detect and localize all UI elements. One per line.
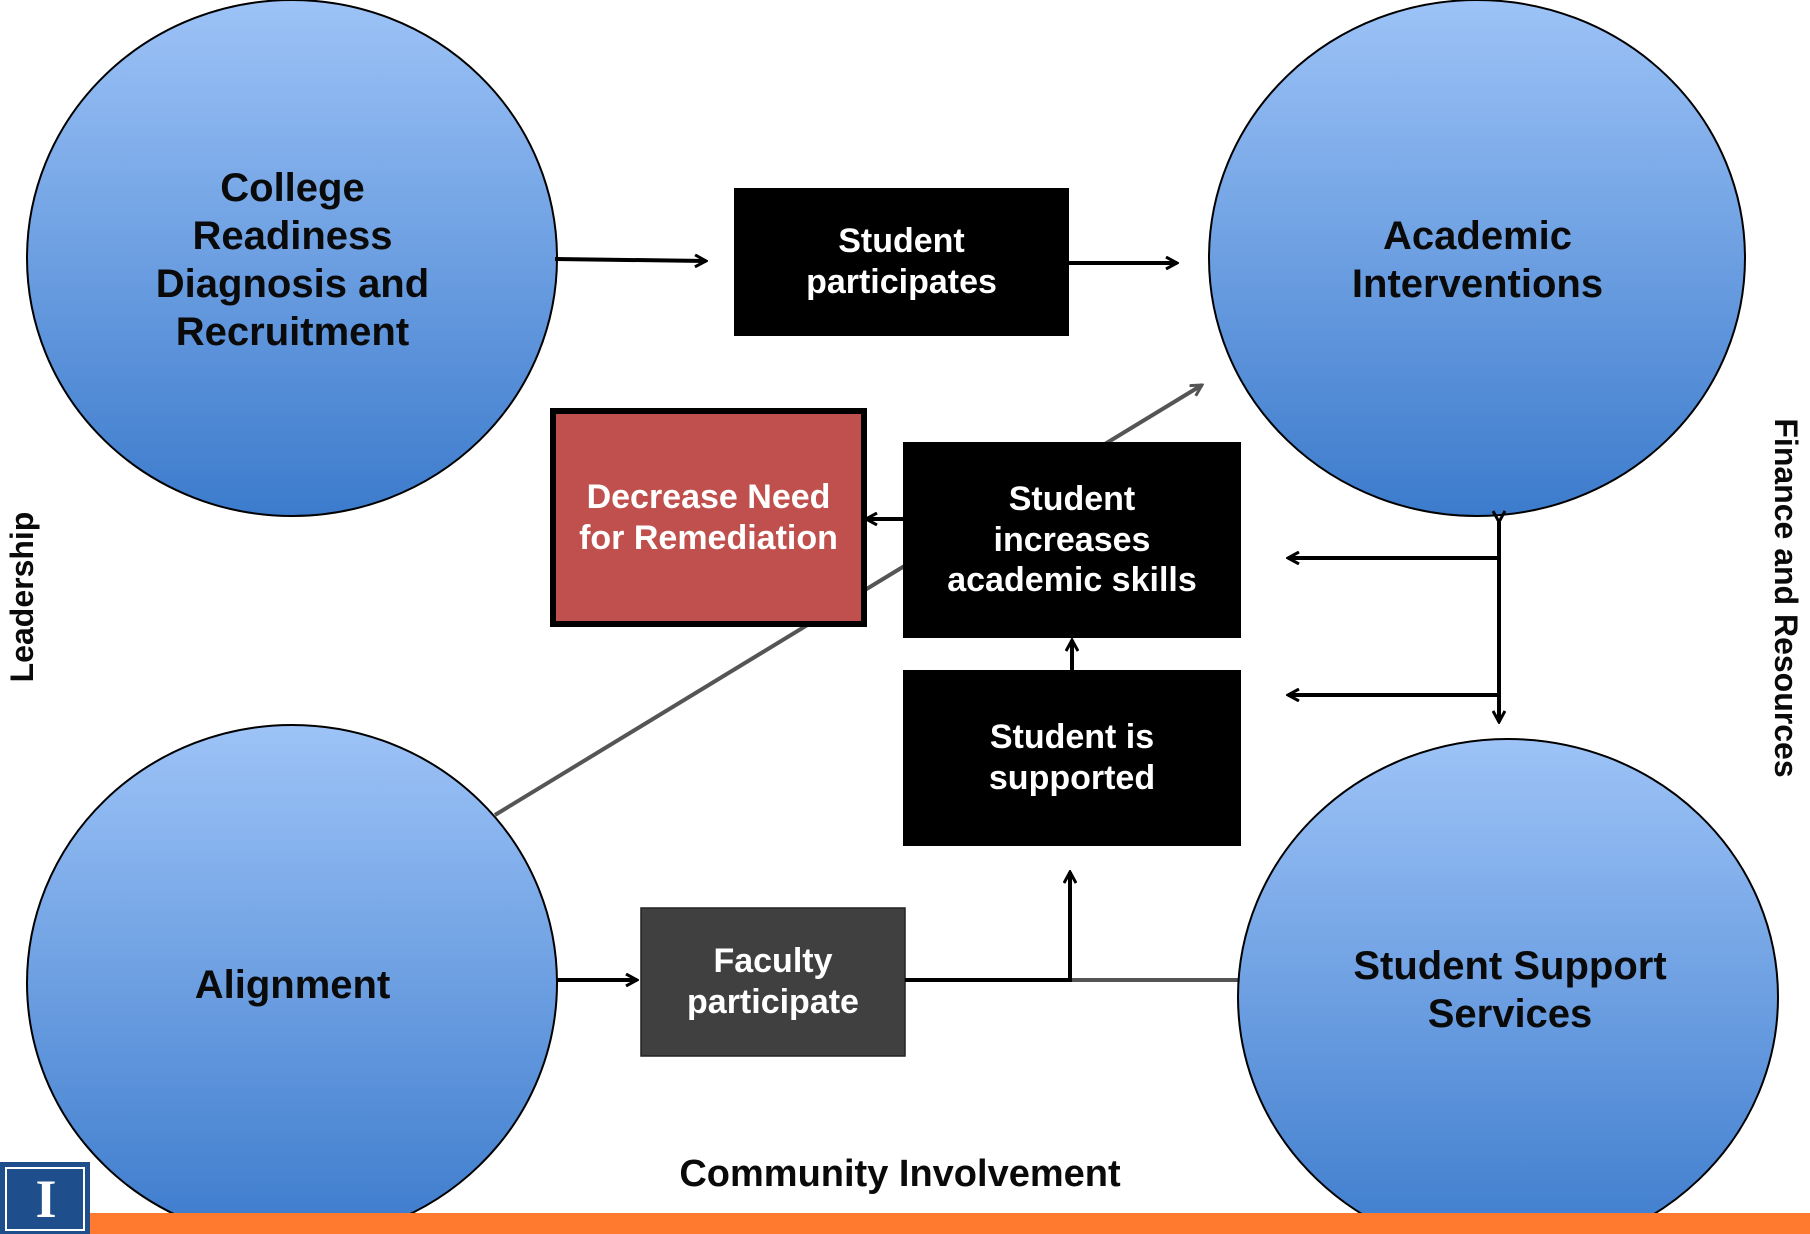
alignment-label: Alignment xyxy=(194,963,391,1007)
faculty-participate-label: Faculty participate xyxy=(687,942,859,1021)
student-support-services-label: Student Support Services xyxy=(1353,944,1667,1036)
community-involvement-label: Community Involvement xyxy=(679,1153,1121,1196)
faculty-participate-box xyxy=(640,907,906,1057)
finance-resources-label: Finance and Resources xyxy=(1768,418,1805,778)
academic-interventions-circle xyxy=(1208,0,1746,517)
student-supported-label: Student is supported xyxy=(988,718,1156,797)
student-participates-box xyxy=(734,188,1069,336)
student-increases-label: Student increases academic skills xyxy=(947,479,1197,600)
bottom-orange-bar xyxy=(0,1213,1810,1234)
decrease-need-label: Decrease Need for Remediation xyxy=(579,477,838,557)
university-logo xyxy=(0,1162,90,1234)
student-increases-box xyxy=(903,442,1241,638)
faculty-to-supported-arrow xyxy=(905,872,1070,982)
student-support-services-circle xyxy=(1237,738,1779,1234)
leadership-label: Leadership xyxy=(3,511,40,683)
academic-interventions-label: Academic Interventions xyxy=(1351,214,1604,306)
alignment-circle xyxy=(26,724,558,1234)
readiness-to-participates-arrow xyxy=(554,259,706,261)
decrease-need-box xyxy=(550,408,867,627)
logo-letter: I xyxy=(35,1168,57,1229)
college-readiness-label: College Readiness Diagnosis and Recruitm… xyxy=(155,166,430,354)
student-participates-label: Student participates xyxy=(806,222,997,301)
student-supported-box xyxy=(903,670,1241,846)
